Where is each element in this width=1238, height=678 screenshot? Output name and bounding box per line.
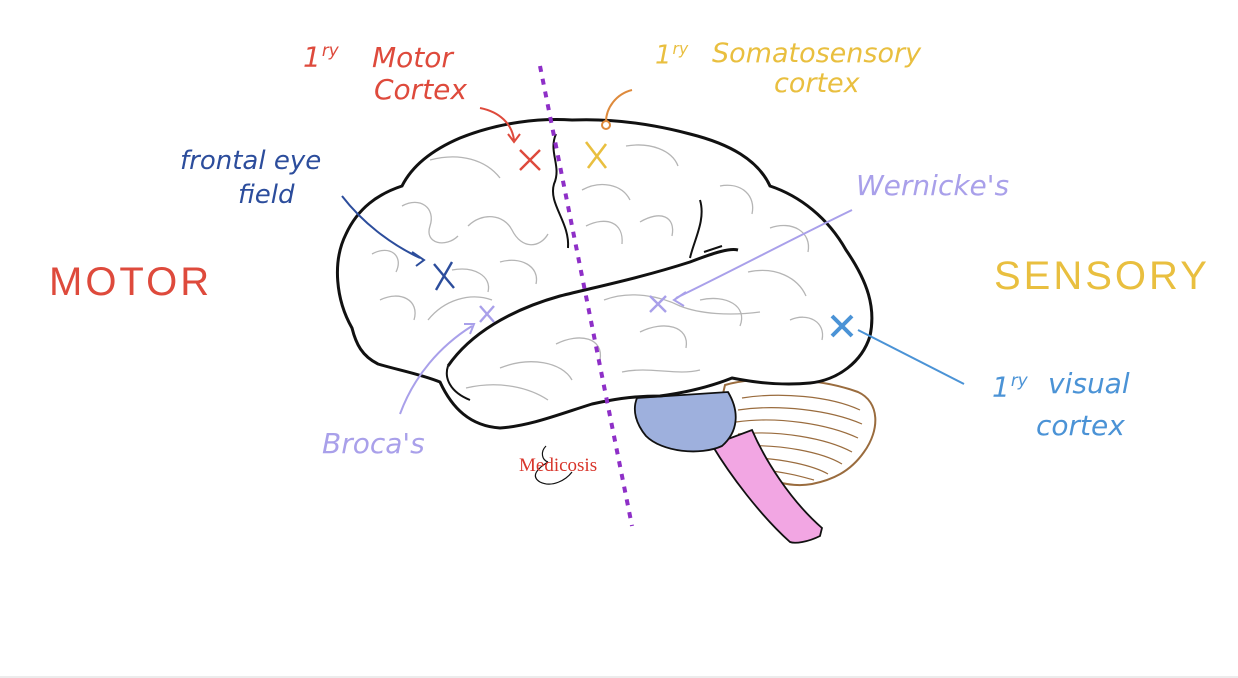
gyri — [371, 144, 824, 401]
somatosensory-x-mark-icon — [584, 141, 608, 169]
brainstem — [710, 428, 824, 544]
primary-sup: ry — [672, 40, 689, 58]
sensory-heading: SENSORY — [994, 254, 1210, 298]
wernicke-arrow-icon — [672, 209, 853, 307]
broca-label: Broca's — [322, 427, 425, 460]
frontal-eye-x-mark-icon — [433, 261, 455, 291]
motor-cortex-label-line1: Motor — [372, 41, 453, 74]
visual-cortex-x-mark-icon — [830, 314, 854, 338]
somatosensory-leader-icon — [605, 89, 633, 123]
motor-cortex-arrow-icon — [479, 107, 521, 144]
cerebellum-folia — [735, 394, 863, 481]
frontal-eye-label-line2: field — [238, 180, 295, 210]
primary-prefix: 1 — [992, 370, 1010, 404]
visual-cortex-label-line1: visual — [1048, 367, 1130, 400]
temporal-lobe-edge — [445, 365, 471, 401]
sylvian-fissure — [446, 248, 739, 367]
somatosensory-label-line1: Somatosensory — [712, 38, 922, 69]
somatosensory-label-line2: cortex — [774, 68, 860, 99]
bottom-rule — [0, 676, 1238, 678]
cerebrum-outline — [336, 118, 874, 430]
motor-sensory-divider — [538, 65, 634, 527]
frontal-eye-label-line1: frontal eye — [180, 146, 322, 176]
parietal-sulcus — [689, 199, 703, 259]
visual-cortex-label-line2: cortex — [1036, 409, 1125, 442]
primary-sup: ry — [1010, 370, 1028, 390]
small-sulcus — [703, 245, 723, 253]
primary-prefix: 1 — [655, 40, 672, 71]
medicosis-watermark: Medicosis — [519, 455, 598, 476]
somatosensory-primary-label: 1ry — [655, 40, 689, 71]
broca-arrow-icon — [399, 323, 476, 415]
stethoscope-icon — [534, 445, 573, 485]
visual-cortex-primary-label: 1ry — [992, 372, 1028, 401]
primary-prefix: 1 — [303, 40, 321, 74]
visual-cortex-leader-icon — [857, 329, 965, 385]
broca-x-mark-icon — [479, 305, 495, 323]
frontal-eye-arrow-icon — [341, 195, 426, 267]
central-sulcus — [551, 133, 570, 249]
motor-heading: MOTOR — [49, 260, 213, 304]
motor-cortex-label-line2: Cortex — [374, 73, 467, 106]
wernicke-label: Wernicke's — [856, 169, 1010, 202]
motor-cortex-primary-label: 1ry — [303, 42, 339, 71]
motor-cortex-x-mark-icon — [519, 149, 541, 171]
primary-sup: ry — [321, 40, 339, 60]
midbrain — [633, 391, 737, 453]
wernicke-x-mark-icon — [649, 295, 667, 313]
